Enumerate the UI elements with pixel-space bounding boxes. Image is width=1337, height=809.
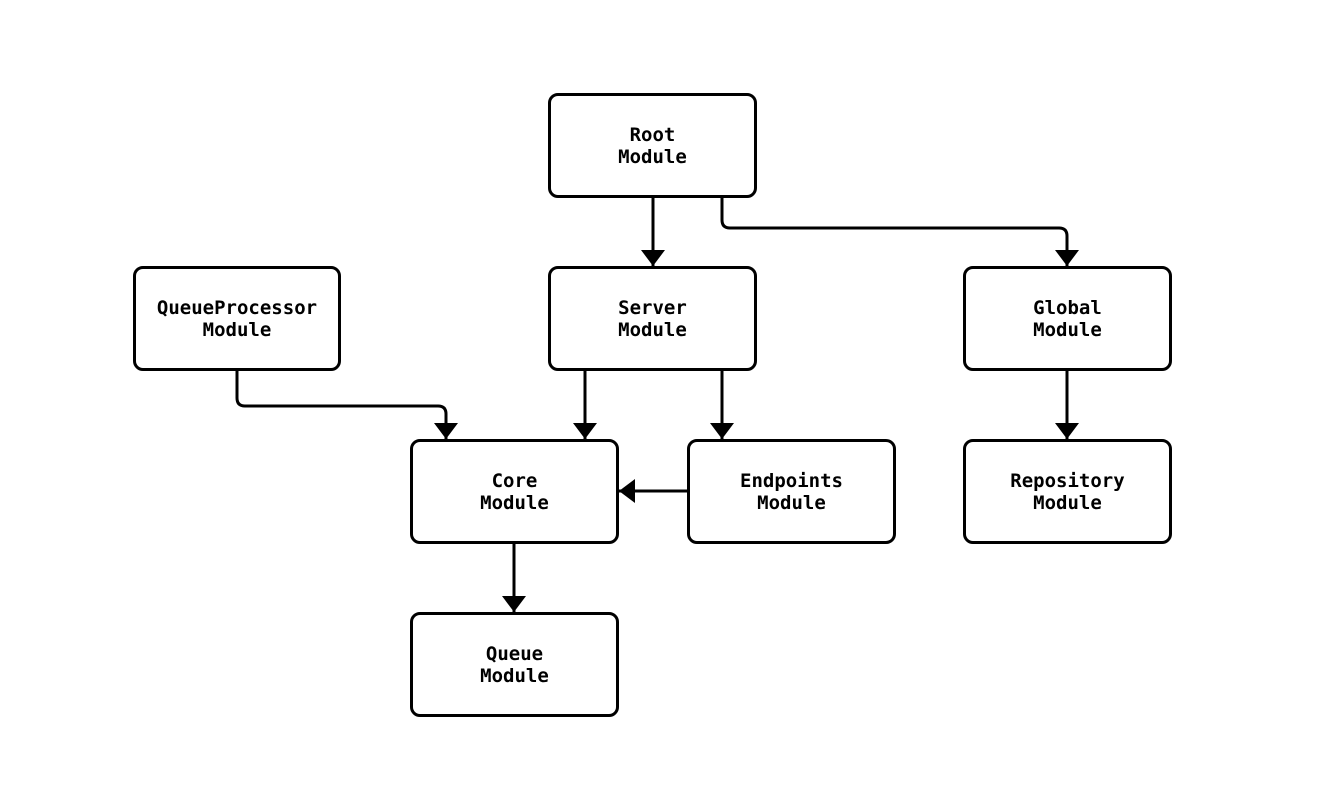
node-label-queue-module: Queue Module bbox=[480, 642, 549, 687]
node-queueprocessor-module: QueueProcessor Module bbox=[133, 266, 341, 371]
node-label-root-module: Root Module bbox=[618, 123, 687, 168]
node-core-module: Core Module bbox=[410, 439, 619, 544]
node-label-core-module: Core Module bbox=[480, 469, 549, 514]
node-repository-module: Repository Module bbox=[963, 439, 1172, 544]
node-global-module: Global Module bbox=[963, 266, 1172, 371]
node-root-module: Root Module bbox=[548, 93, 757, 198]
edge-group bbox=[235, 198, 1079, 612]
node-label-global-module: Global Module bbox=[1033, 296, 1102, 341]
edge-root-module-to-global-module bbox=[720, 198, 1079, 266]
node-label-endpoints-module: Endpoints Module bbox=[740, 469, 843, 514]
node-endpoints-module: Endpoints Module bbox=[687, 439, 896, 544]
edge-queueprocessor-module-to-core-module bbox=[235, 371, 458, 439]
node-label-server-module: Server Module bbox=[618, 296, 687, 341]
node-label-repository-module: Repository Module bbox=[1010, 469, 1125, 514]
node-label-queueprocessor-module: QueueProcessor Module bbox=[156, 296, 318, 341]
node-server-module: Server Module bbox=[548, 266, 757, 371]
node-queue-module: Queue Module bbox=[410, 612, 619, 717]
